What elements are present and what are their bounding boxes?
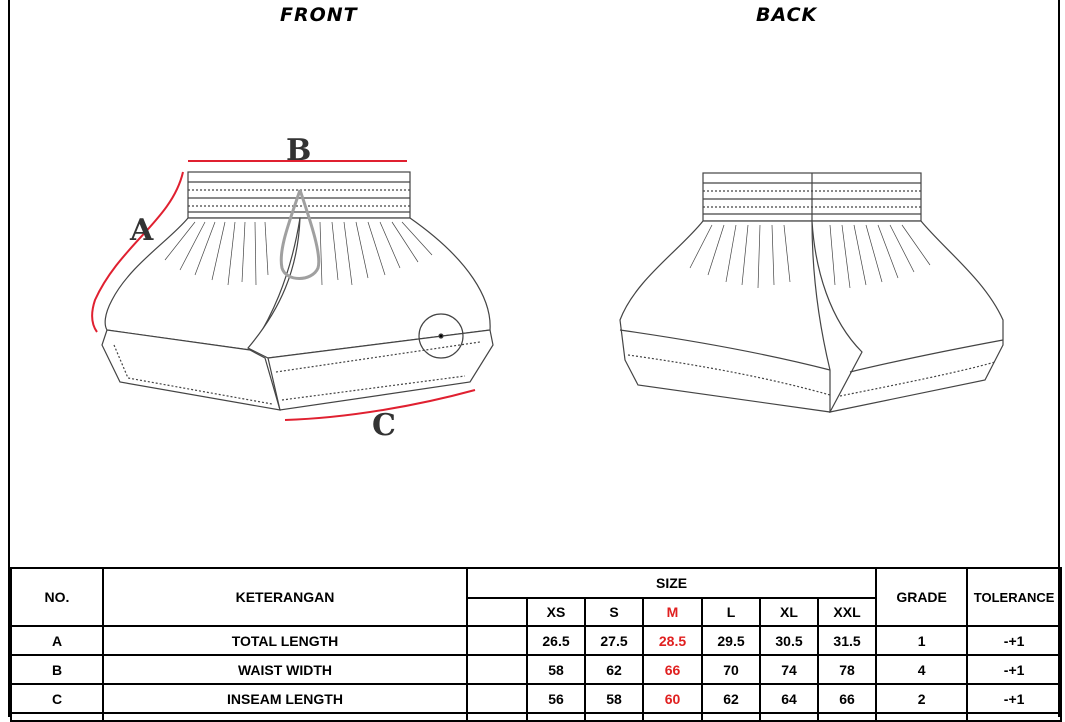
row-value: 64 xyxy=(759,683,819,714)
row-value: 66 xyxy=(642,654,703,685)
row-value: 26.5 xyxy=(526,625,586,656)
measure-label-c: C xyxy=(372,408,396,443)
row-value: 28.5 xyxy=(642,625,703,656)
measure-line-c xyxy=(284,389,476,421)
size-header-xxl: XXL xyxy=(816,597,878,627)
row-value: 66 xyxy=(816,683,878,714)
row-value: 70 xyxy=(701,654,761,685)
header-tolerance: TOLERANCE xyxy=(966,567,1063,627)
row-value: 62 xyxy=(584,654,644,685)
row-blank-cell xyxy=(466,625,528,656)
drawstring-sketch xyxy=(279,189,321,280)
row-blank-cell xyxy=(466,683,528,714)
technical-drawing: B A C xyxy=(91,133,1004,443)
size-blank-cell xyxy=(466,597,528,627)
row-grade: 4 xyxy=(875,654,969,685)
sheet-frame xyxy=(8,0,1060,717)
row-tolerance: -+1 xyxy=(966,654,1063,685)
row-no: C xyxy=(10,683,104,714)
row-no: A xyxy=(10,625,104,656)
back-view-title: BACK xyxy=(756,4,818,26)
row-value: 27.5 xyxy=(584,625,644,656)
header-keterangan: KETERANGAN xyxy=(102,567,468,627)
row-value: 30.5 xyxy=(759,625,819,656)
front-view-title: FRONT xyxy=(280,4,358,26)
row-tolerance: -+1 xyxy=(966,625,1063,656)
front-shorts-sketch xyxy=(101,171,494,411)
size-header-xs: XS xyxy=(526,597,586,627)
table-row: A TOTAL LENGTH 26.5 27.5 28.5 29.5 30.5 … xyxy=(10,625,1063,656)
row-tolerance: -+1 xyxy=(966,683,1063,714)
size-header-s: S xyxy=(584,597,644,627)
row-value: 62 xyxy=(701,683,761,714)
row-value: 58 xyxy=(526,654,586,685)
back-shorts-sketch xyxy=(619,172,1004,413)
header-no: NO. xyxy=(10,567,104,627)
table-row: B WAIST WIDTH 58 62 66 70 74 78 4 -+1 xyxy=(10,654,1063,685)
row-grade: 2 xyxy=(875,683,969,714)
row-desc: WAIST WIDTH xyxy=(102,654,468,685)
size-header-m: M xyxy=(642,597,703,627)
measure-label-b: B xyxy=(286,133,311,168)
row-value: 74 xyxy=(759,654,819,685)
table-row-partial xyxy=(10,712,1063,722)
row-value: 56 xyxy=(526,683,586,714)
row-no: B xyxy=(10,654,104,685)
row-value: 78 xyxy=(816,654,878,685)
measure-line-a xyxy=(91,171,184,333)
row-value: 58 xyxy=(584,683,644,714)
row-value: 60 xyxy=(642,683,703,714)
row-desc: INSEAM LENGTH xyxy=(102,683,468,714)
size-spec-table: NO. KETERANGAN SIZE GRADE TOLERANCE XS S… xyxy=(10,567,1063,722)
measure-label-a: A xyxy=(129,213,154,248)
row-value: 31.5 xyxy=(816,625,878,656)
size-header-xl: XL xyxy=(759,597,819,627)
row-blank-cell xyxy=(466,654,528,685)
row-desc: TOTAL LENGTH xyxy=(102,625,468,656)
row-grade: 1 xyxy=(875,625,969,656)
size-header-l: L xyxy=(701,597,761,627)
header-grade: GRADE xyxy=(875,567,969,627)
table-row: C INSEAM LENGTH 56 58 60 62 64 66 2 -+1 xyxy=(10,683,1063,714)
row-value: 29.5 xyxy=(701,625,761,656)
header-size: SIZE xyxy=(465,567,878,599)
